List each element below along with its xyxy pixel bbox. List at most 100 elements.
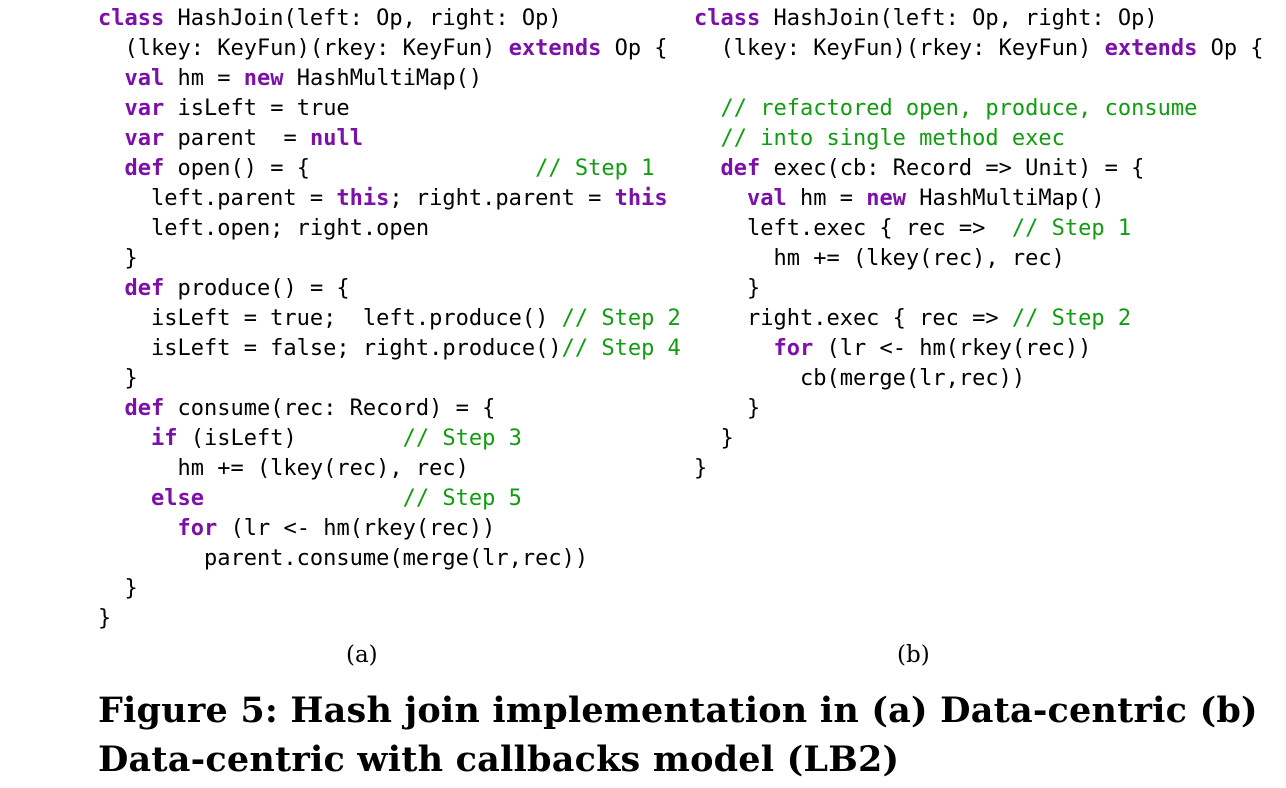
- code-line: }: [98, 364, 681, 394]
- code-keyword: if: [150, 426, 178, 451]
- code-text: consume(rec: Record) = {: [164, 396, 496, 421]
- code-line: (lkey: KeyFun)(rkey: KeyFun) extends Op …: [694, 34, 1264, 64]
- figure-caption: Figure 5: Hash join implementation in (a…: [98, 686, 1258, 784]
- code-line: // refactored open, produce, consume: [694, 94, 1264, 124]
- code-text: hm += (lkey(rec), rec): [694, 246, 1065, 271]
- code-keyword: extends: [508, 36, 602, 61]
- code-text: }: [98, 246, 138, 271]
- code-line: left.open; right.open: [98, 214, 681, 244]
- code-keyword: new: [243, 66, 284, 91]
- code-keyword: new: [866, 186, 906, 211]
- code-line: def produce() = {: [98, 274, 681, 304]
- code-text: HashMultiMap(): [283, 66, 483, 91]
- code-line: (lkey: KeyFun)(rkey: KeyFun) extends Op …: [98, 34, 681, 64]
- code-line: val hm = new HashMultiMap(): [98, 64, 681, 94]
- code-text: (lkey: KeyFun)(rkey: KeyFun): [98, 36, 509, 61]
- caption-line-2: Data-centric with callbacks model (LB2): [98, 739, 900, 780]
- code-line: class HashJoin(left: Op, right: Op): [694, 4, 1264, 34]
- code-keyword: var: [124, 126, 165, 151]
- code-text: [98, 486, 151, 511]
- code-keyword: val: [124, 66, 165, 91]
- code-comment: // into single method exec: [720, 126, 1065, 151]
- code-text: exec(cb: Record => Unit) = {: [760, 156, 1145, 181]
- code-text: hm =: [164, 66, 244, 91]
- code-text: Op {: [601, 36, 668, 61]
- code-text: [98, 96, 125, 121]
- code-line: }: [694, 394, 1264, 424]
- code-keyword: def: [124, 156, 165, 181]
- code-text: isLeft = false; right.produce(): [98, 336, 562, 361]
- code-line: // into single method exec: [694, 124, 1264, 154]
- code-comment: // Step 4: [561, 336, 681, 361]
- code-keyword: for: [773, 336, 814, 361]
- code-keyword: null: [309, 126, 363, 151]
- code-text: left.parent =: [98, 186, 337, 211]
- code-line: }: [694, 274, 1264, 304]
- code-text: [98, 516, 177, 541]
- code-comment: // Step 2: [1011, 306, 1132, 331]
- code-text: hm += (lkey(rec), rec): [98, 456, 469, 481]
- code-line: isLeft = true; left.produce() // Step 2: [98, 304, 681, 334]
- code-text: [694, 126, 721, 151]
- code-text: [694, 156, 721, 181]
- code-comment: // refactored open, produce, consume: [720, 96, 1198, 121]
- code-comment: // Step 1: [535, 156, 655, 181]
- code-text: isLeft = true: [164, 96, 350, 121]
- code-keyword: this: [614, 186, 668, 211]
- code-line: for (lr <- hm(rkey(rec)): [98, 514, 681, 544]
- code-text: left.exec { rec =>: [694, 216, 1012, 241]
- code-line: isLeft = false; right.produce()// Step 4: [98, 334, 681, 364]
- code-text: [694, 336, 773, 361]
- code-line: def exec(cb: Record => Unit) = {: [694, 154, 1264, 184]
- code-keyword: val: [746, 186, 787, 211]
- code-keyword: class: [694, 6, 761, 31]
- code-line: }: [98, 244, 681, 274]
- code-line: right.exec { rec => // Step 2: [694, 304, 1264, 334]
- code-text: open() = {: [164, 156, 536, 181]
- code-text: }: [98, 606, 112, 631]
- code-text: [98, 66, 125, 91]
- code-listing-a: class HashJoin(left: Op, right: Op) (lke…: [98, 4, 681, 634]
- code-text: ; right.parent =: [389, 186, 615, 211]
- code-listing-b: class HashJoin(left: Op, right: Op) (lke…: [694, 4, 1264, 484]
- code-line: }: [98, 604, 681, 634]
- code-text: }: [98, 366, 138, 391]
- code-line: if (isLeft) // Step 3: [98, 424, 681, 454]
- code-line: val hm = new HashMultiMap(): [694, 184, 1264, 214]
- code-line: parent.consume(merge(lr,rec)): [98, 544, 681, 574]
- code-comment: // Step 2: [561, 306, 681, 331]
- code-text: [204, 486, 403, 511]
- code-line: class HashJoin(left: Op, right: Op): [98, 4, 681, 34]
- code-line: def open() = { // Step 1: [98, 154, 681, 184]
- code-text: }: [694, 396, 761, 421]
- code-line: hm += (lkey(rec), rec): [98, 454, 681, 484]
- code-text: [98, 126, 125, 151]
- code-keyword: def: [124, 396, 165, 421]
- code-text: hm =: [786, 186, 867, 211]
- code-text: left.open; right.open: [98, 216, 430, 241]
- code-text: [98, 156, 125, 181]
- code-keyword: for: [177, 516, 218, 541]
- code-text: [98, 276, 125, 301]
- code-text: }: [694, 276, 761, 301]
- code-text: (isLeft): [177, 426, 403, 451]
- code-text: (lr <- hm(rkey(rec)): [217, 516, 496, 541]
- code-line: var isLeft = true: [98, 94, 681, 124]
- code-text: Op {: [1197, 36, 1264, 61]
- code-keyword: def: [720, 156, 761, 181]
- code-text: parent =: [164, 126, 310, 151]
- code-text: cb(merge(lr,rec)): [694, 366, 1026, 391]
- code-text: (lr <- hm(rkey(rec)): [813, 336, 1092, 361]
- code-line: hm += (lkey(rec), rec): [694, 244, 1264, 274]
- code-keyword: class: [98, 6, 165, 31]
- code-line: [694, 64, 1264, 94]
- code-line: }: [98, 574, 681, 604]
- code-comment: // Step 1: [1011, 216, 1132, 241]
- code-text: HashJoin(left: Op, right: Op): [164, 6, 562, 31]
- code-text: [98, 426, 151, 451]
- code-text: [98, 396, 125, 421]
- code-line: var parent = null: [98, 124, 681, 154]
- code-line: left.exec { rec => // Step 1: [694, 214, 1264, 244]
- code-line: else // Step 5: [98, 484, 681, 514]
- code-text: }: [694, 456, 708, 481]
